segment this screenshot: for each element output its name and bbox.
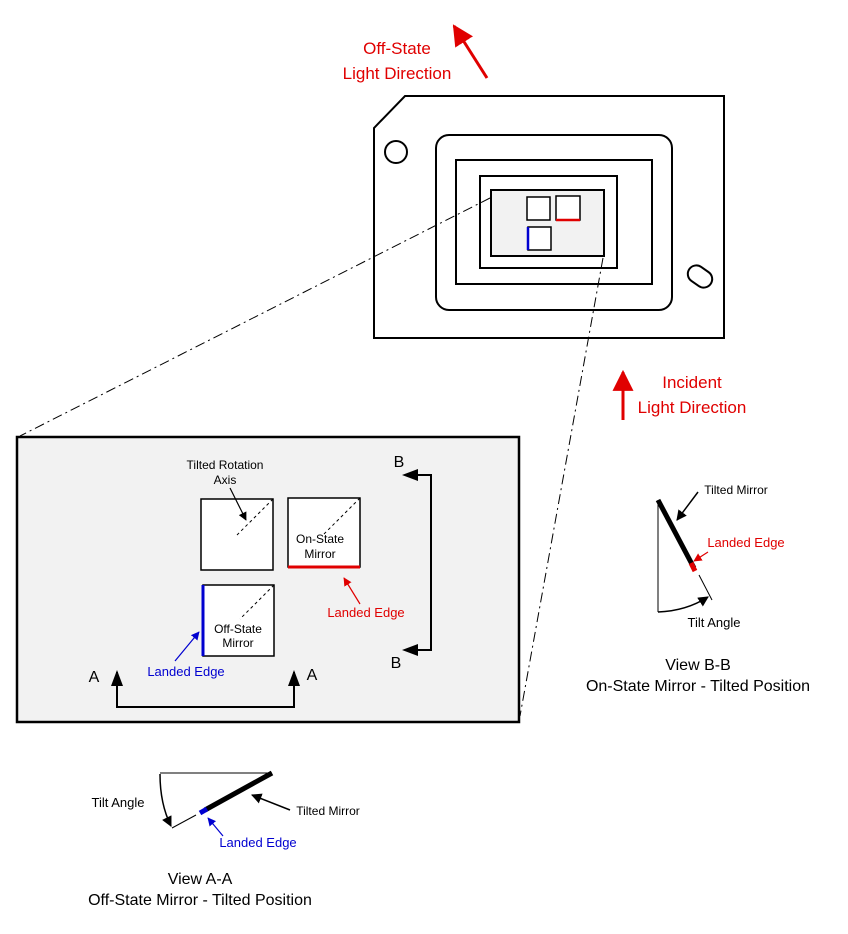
bb-tilt-angle-label: Tilt Angle	[688, 615, 741, 630]
off-state-mirror-label-line1: Off-State	[214, 622, 262, 636]
mini-mirror-on-state	[555, 195, 581, 221]
section-b-label-top: B	[394, 454, 405, 471]
aa-tilted-mirror-label: Tilted Mirror	[296, 804, 360, 818]
section-a-arrowhead-left	[111, 670, 123, 686]
zoom-line-left	[19, 197, 491, 437]
bb-landed-edge	[688, 561, 698, 573]
landed-edge-red-label: Landed Edge	[327, 605, 404, 620]
zoom-line-right	[519, 257, 604, 717]
chip-package	[373, 95, 725, 339]
neutral-mirror-axis	[236, 498, 274, 536]
view-bb: Tilted Mirror Landed Edge Tilt Angle Vie…	[586, 483, 810, 695]
bb-tilted-mirror	[655, 498, 697, 570]
section-a-label-left: A	[89, 669, 100, 686]
incident-label-line2: Light Direction	[638, 398, 747, 417]
on-state-mirror	[287, 497, 361, 568]
aa-rotation-ref	[171, 814, 197, 829]
bb-caption-line2: On-State Mirror - Tilted Position	[586, 678, 810, 695]
detail-panel: Tilted Rotation Axis On-State Mirror Lan…	[15, 435, 521, 724]
on-state-mirror-label-line1: On-State	[296, 532, 344, 546]
landed-edge-red-pointer	[343, 577, 361, 605]
rotation-axis-pointer	[229, 487, 247, 521]
off-state-label-line2: Light Direction	[343, 64, 452, 83]
view-aa: Tilt Angle Tilted Mirror Landed Edge Vie…	[88, 770, 360, 909]
aa-tilted-mirror-pointer	[251, 793, 291, 811]
section-a-label-right: A	[307, 667, 318, 684]
off-state-arrow	[452, 24, 489, 79]
mounting-slot	[686, 264, 714, 289]
aa-landed-edge-pointer	[207, 817, 224, 837]
section-a-arrowhead-right	[288, 670, 300, 686]
section-b-arrowhead-bottom	[402, 644, 418, 656]
rotation-axis-label-line2: Axis	[214, 473, 237, 487]
bb-tilted-mirror-label: Tilted Mirror	[704, 483, 768, 497]
landed-edge-blue-pointer	[174, 631, 200, 662]
section-b-label-bottom: B	[391, 655, 402, 672]
bb-tilted-mirror-pointer	[676, 491, 699, 521]
mini-mirror-neutral	[526, 196, 551, 221]
off-state-mirror-axis	[239, 584, 275, 620]
section-b-line	[418, 474, 432, 651]
aa-landed-edge-label: Landed Edge	[219, 835, 296, 850]
aa-tilt-angle-label: Tilt Angle	[92, 795, 145, 810]
bb-landed-edge-label: Landed Edge	[707, 535, 784, 550]
bb-landed-edge-pointer	[693, 551, 709, 562]
off-state-light-direction: Off-State Light Direction	[343, 24, 489, 83]
bb-tilt-angle-arc	[657, 596, 709, 613]
detail-panel-box	[15, 435, 521, 724]
off-state-mirror-label-line2: Mirror	[222, 636, 253, 650]
landed-edge-blue-label: Landed Edge	[147, 664, 224, 679]
section-b-arrowhead-top	[402, 469, 418, 481]
on-state-mirror-axis	[323, 497, 361, 535]
mini-mirror-off-state	[527, 226, 552, 251]
bb-rotation-ref	[698, 574, 713, 601]
incident-label-line1: Incident	[662, 373, 722, 392]
aa-caption-line2: Off-State Mirror - Tilted Position	[88, 892, 312, 909]
section-a-line	[116, 672, 295, 708]
aa-tilted-mirror	[203, 770, 274, 813]
incident-light-direction: Incident Light Direction	[612, 369, 747, 420]
mounting-hole-circle	[384, 140, 408, 164]
on-state-mirror-label-line2: Mirror	[304, 547, 335, 561]
rotation-axis-label-line1: Tilted Rotation	[187, 458, 264, 472]
aa-tilt-angle-arc	[159, 773, 172, 827]
aa-caption-line1: View A-A	[168, 871, 233, 888]
aa-landed-edge	[198, 806, 209, 816]
bb-caption-line1: View B-B	[665, 657, 731, 674]
off-state-label-line1: Off-State	[363, 39, 431, 58]
